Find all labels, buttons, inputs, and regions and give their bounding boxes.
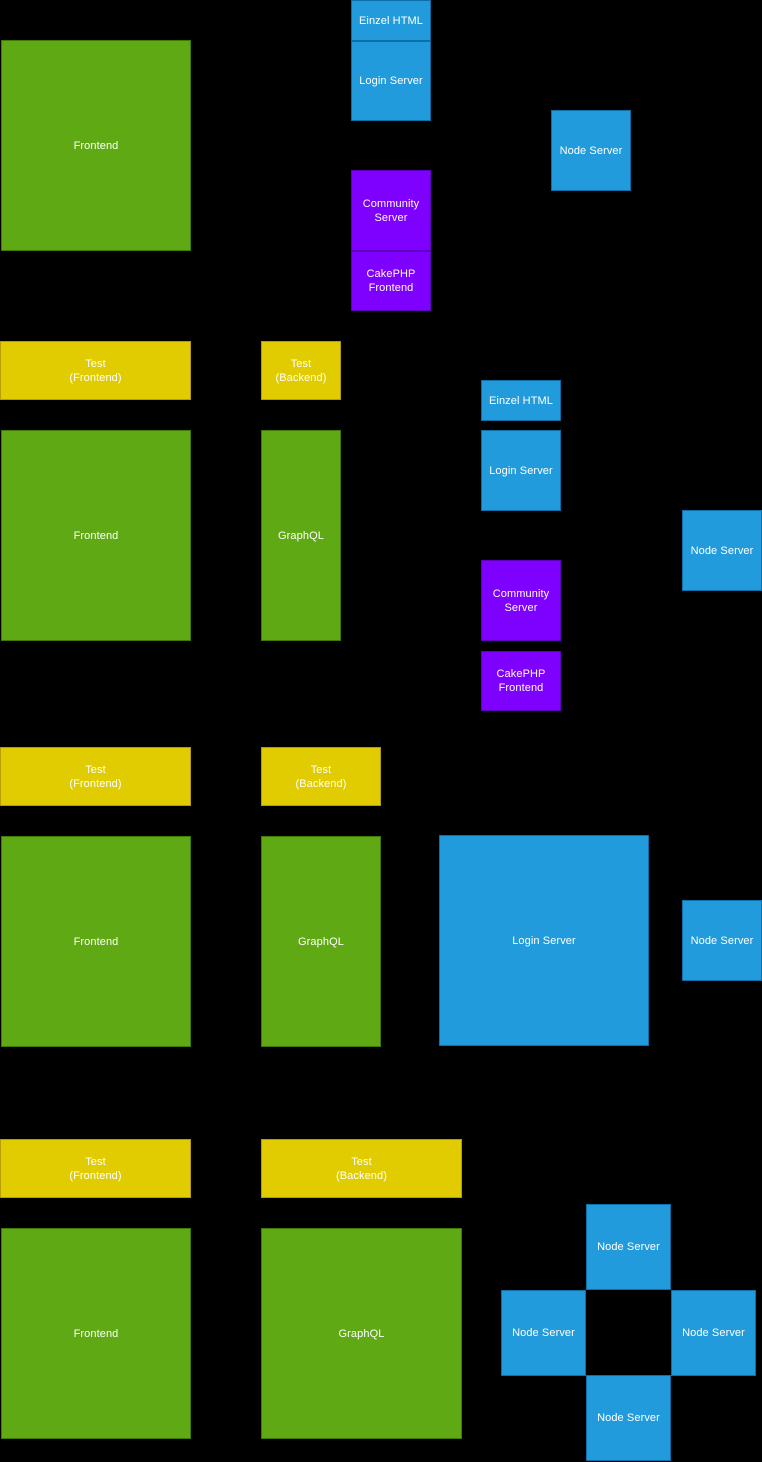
block-test-frontend[interactable]: Test (Frontend) [0,1139,191,1198]
block-label: Node Server [597,1412,660,1424]
block-label: Test (Frontend) [69,763,122,790]
block-test-backend[interactable]: Test (Backend) [261,341,341,400]
block-label: Login Server [512,934,576,947]
block-label: Login Server [359,75,423,87]
block-test-backend[interactable]: Test (Backend) [261,1139,462,1198]
block-label: CakePHP Frontend [496,668,546,694]
block-label: GraphQL [338,1327,385,1340]
block-node-server[interactable]: Node Server [586,1375,671,1461]
block-node-server[interactable]: Node Server [586,1204,671,1290]
block-label: Test (Backend) [335,1155,388,1182]
block-label: Test (Frontend) [69,1155,122,1182]
block-label: Node Server [597,1241,660,1253]
block-test-frontend[interactable]: Test (Frontend) [0,341,191,400]
block-node-server[interactable]: Node Server [682,900,762,981]
block-graphql[interactable]: GraphQL [261,430,341,641]
block-frontend[interactable]: Frontend [1,40,191,251]
block-label: Test (Backend) [295,763,347,790]
block-label: Login Server [489,464,553,477]
block-label: Community Server [362,197,420,224]
block-label: Node Server [690,544,754,557]
block-test-backend[interactable]: Test (Backend) [261,747,381,806]
block-label: Test (Backend) [275,357,327,384]
block-label: Test (Frontend) [69,357,122,384]
block-label: CakePHP Frontend [366,268,416,294]
block-frontend[interactable]: Frontend [1,836,191,1047]
block-einzel-html[interactable]: Einzel HTML [481,380,561,421]
block-label: GraphQL [278,529,324,542]
block-frontend[interactable]: Frontend [1,430,191,641]
block-cakephp-frontend[interactable]: CakePHP Frontend [351,251,431,311]
block-label: Frontend [73,139,119,152]
block-label: Einzel HTML [358,14,424,27]
block-node-server[interactable]: Node Server [551,110,631,191]
block-login-server[interactable]: Login Server [481,430,561,511]
block-label: Frontend [73,935,119,948]
block-community-server[interactable]: Community Server [481,560,561,641]
block-login-server[interactable]: Login Server [351,41,431,121]
block-community-server[interactable]: Community Server [351,170,431,251]
block-label: Frontend [73,1327,119,1340]
block-label: Node Server [690,934,754,947]
block-cakephp-frontend[interactable]: CakePHP Frontend [481,651,561,711]
block-graphql[interactable]: GraphQL [261,1228,462,1439]
block-label: Frontend [73,529,119,542]
block-node-server[interactable]: Node Server [501,1290,586,1376]
block-label: Node Server [559,144,623,157]
block-test-frontend[interactable]: Test (Frontend) [0,747,191,806]
block-graphql[interactable]: GraphQL [261,836,381,1047]
block-login-server[interactable]: Login Server [439,835,649,1046]
block-einzel-html[interactable]: Einzel HTML [351,0,431,41]
block-label: GraphQL [298,935,344,948]
block-frontend[interactable]: Frontend [1,1228,191,1439]
block-node-server[interactable]: Node Server [671,1290,756,1376]
block-label: Community Server [492,587,550,614]
block-node-server[interactable]: Node Server [682,510,762,591]
block-label: Node Server [512,1327,575,1339]
block-label: Einzel HTML [488,394,554,407]
block-label: Node Server [682,1327,745,1339]
